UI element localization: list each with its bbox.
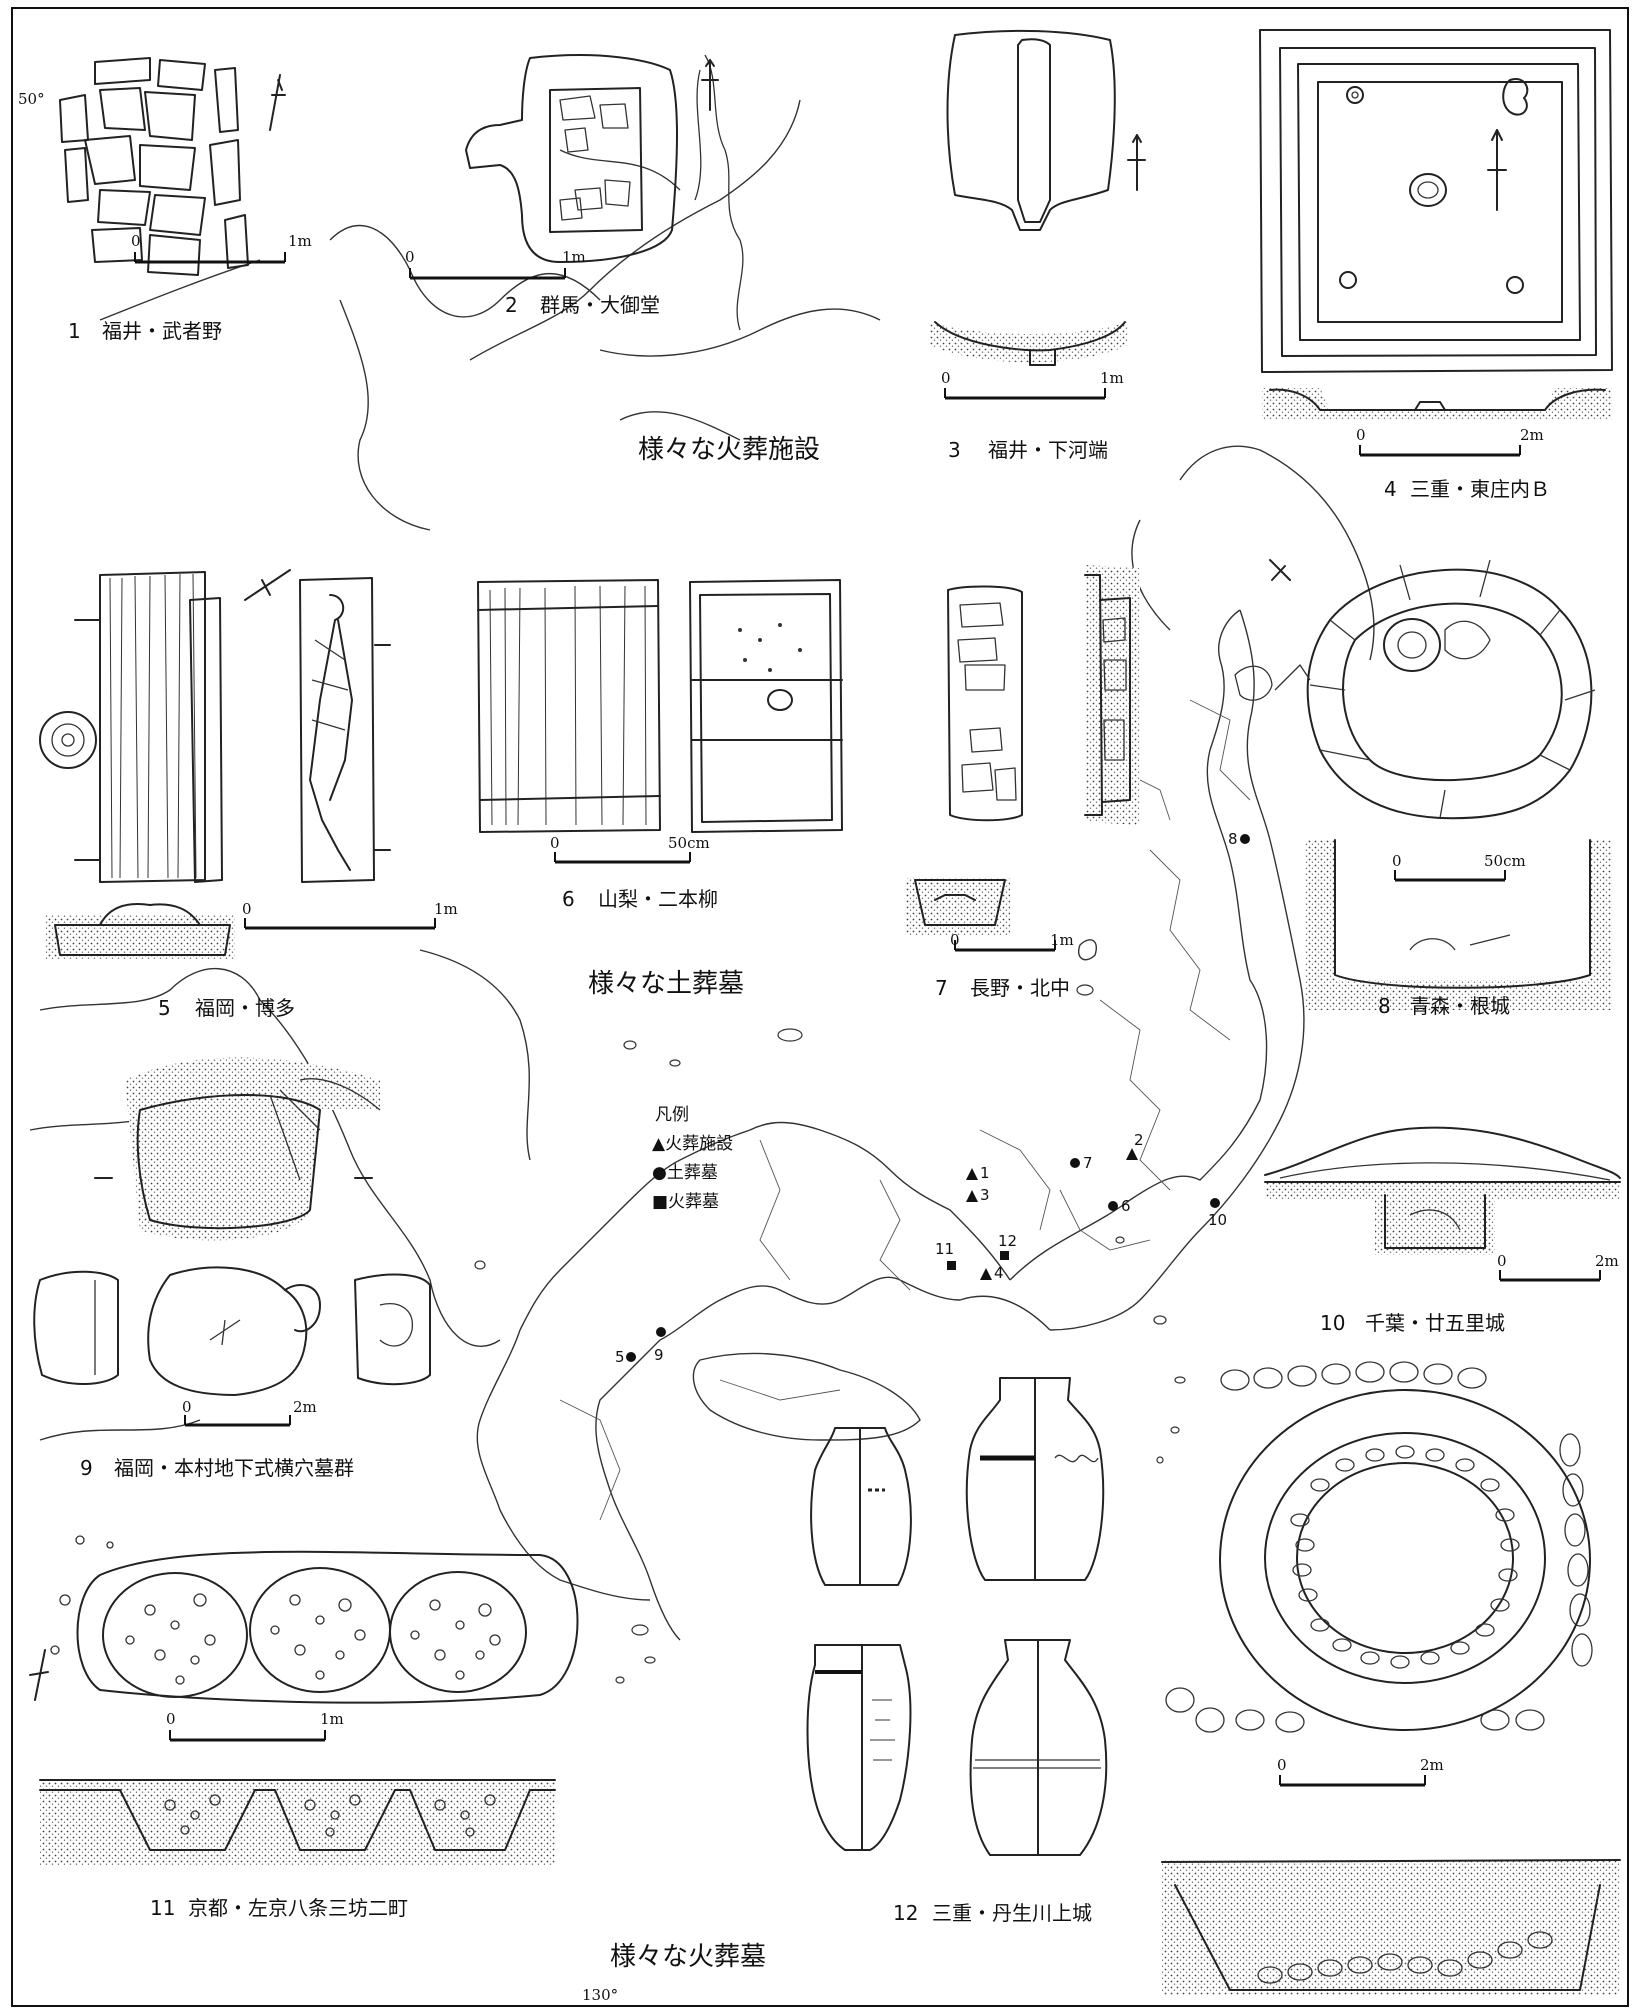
legend-earth-burial: ●土葬墓 (652, 1163, 718, 1183)
svg-text:2m: 2m (1520, 426, 1544, 444)
svg-text:11: 11 (935, 1240, 954, 1258)
svg-text:10: 10 (1208, 1211, 1227, 1229)
caption-4-text: 三重・東庄内Ｂ (1410, 477, 1550, 501)
svg-text:1m: 1m (320, 1710, 344, 1728)
figure-6-wooden-coffin: 0 50cm 6 山梨・二本柳 (477, 579, 843, 911)
caption-3-text: 福井・下河端 (988, 438, 1108, 462)
svg-text:0: 0 (166, 1710, 176, 1728)
svg-text:0: 0 (941, 369, 951, 387)
map-site-markers: 1 3 2 4 5 6 7 8 9 10 11 12 (615, 830, 1250, 1366)
caption-2-text: 群馬・大御堂 (540, 293, 660, 317)
svg-text:0: 0 (131, 232, 141, 250)
svg-text:2: 2 (1134, 1131, 1144, 1149)
caption-7-number: 7 (935, 976, 948, 1000)
svg-text:7: 7 (1083, 1154, 1093, 1172)
caption-9-number: 9 (80, 1456, 93, 1480)
caption-12-text: 三重・丹生川上城 (932, 1901, 1092, 1925)
svg-text:1m: 1m (562, 248, 586, 266)
heading-cremation-facilities: 様々な火葬施設 (638, 435, 820, 465)
figure-8-circular-burial: 0 50cm 8 青森・根城 (1234, 559, 1612, 1018)
svg-text:0: 0 (1497, 1252, 1507, 1270)
plate-frame (11, 7, 1629, 2007)
figure-13-stone-circle: 0 2m (1161, 1361, 1621, 1995)
caption-9-text: 福岡・本村地下式横穴墓群 (114, 1456, 354, 1480)
svg-text:1m: 1m (288, 232, 312, 250)
svg-text:1m: 1m (1100, 369, 1124, 387)
svg-text:50cm: 50cm (1484, 852, 1526, 870)
svg-text:2m: 2m (1595, 1252, 1619, 1270)
figure-9-underground-chamber: 0 2m 9 福岡・本村地下式横穴墓群 (33, 1057, 431, 1480)
legend-cremation-grave: ■火葬墓 (652, 1192, 719, 1212)
caption-2-number: 2 (505, 293, 518, 317)
caption-11-number: 11 (150, 1896, 175, 1920)
caption-5-text: 福岡・博多 (195, 996, 295, 1020)
caption-7-text: 長野・北中 (970, 976, 1070, 1000)
figure-5-wooden-coffin: 0 1m 5 福岡・博多 (39, 569, 458, 1020)
svg-text:5: 5 (615, 1348, 625, 1366)
svg-text:0: 0 (1392, 852, 1402, 870)
figure-3-crematory: 0 1m 3 福井・下河端 (930, 29, 1146, 462)
caption-6-text: 山梨・二本柳 (598, 887, 718, 911)
svg-text:2m: 2m (1420, 1756, 1444, 1774)
svg-text:1: 1 (980, 1164, 990, 1182)
caption-10-text: 千葉・廿五里城 (1365, 1311, 1505, 1335)
caption-6-number: 6 (562, 887, 575, 911)
svg-text:1m: 1m (1050, 931, 1074, 949)
svg-text:0: 0 (550, 834, 560, 852)
svg-text:6: 6 (1121, 1197, 1131, 1215)
figure-10-section: 0 2m 10 千葉・廿五里城 (1264, 1126, 1621, 1335)
svg-text:0: 0 (1356, 426, 1366, 444)
figure-7-earth-burial: 0 1m 7 長野・北中 (905, 565, 1140, 1000)
japan-map (29, 99, 1375, 1684)
svg-text:9: 9 (654, 1346, 664, 1364)
heading-cremation-graves: 様々な火葬墓 (610, 1942, 766, 1972)
heading-earth-burials: 様々な土葬墓 (588, 969, 744, 999)
legend-cremation-facility: ▲火葬施設 (652, 1134, 733, 1154)
svg-text:3: 3 (980, 1186, 990, 1204)
caption-11-text: 京都・左京八条三坊二町 (188, 1896, 408, 1920)
svg-text:0: 0 (242, 900, 252, 918)
svg-text:0: 0 (182, 1398, 192, 1416)
caption-5-number: 5 (158, 996, 171, 1020)
caption-8-text: 青森・根城 (1410, 994, 1510, 1018)
svg-text:0: 0 (1277, 1756, 1287, 1774)
caption-8-number: 8 (1378, 994, 1391, 1018)
caption-1-number: 1 (68, 319, 81, 343)
caption-4-number: 4 (1384, 477, 1397, 501)
svg-text:50cm: 50cm (668, 834, 710, 852)
svg-text:4: 4 (994, 1264, 1004, 1282)
svg-text:2m: 2m (293, 1398, 317, 1416)
figure-1-stone-lined-pit: 0 1m 1 福井・武者野 (59, 57, 312, 343)
meridian-label: 130° (582, 1986, 618, 2004)
figure-12-burial-jars: 12 三重・丹生川上城 (806, 1377, 1108, 1925)
svg-text:0: 0 (950, 931, 960, 949)
figure-4-square-crematory: 0 2m 4 三重・東庄内Ｂ (1259, 29, 1613, 501)
caption-10-number: 10 (1320, 1311, 1345, 1335)
caption-1-text: 福井・武者野 (102, 319, 222, 343)
svg-text:0: 0 (405, 248, 415, 266)
caption-3-number: 3 (948, 438, 961, 462)
figure-2-crematory: 0 1m 2 群馬・大御堂 (405, 54, 744, 331)
figure-11-cremation-pits: 0 1m 11 京都・左京八条三坊二町 (29, 1535, 579, 1920)
svg-text:12: 12 (998, 1232, 1017, 1250)
legend-title: 凡例 (655, 1105, 689, 1125)
margin-mark: 50° (18, 90, 45, 108)
svg-text:1m: 1m (434, 900, 458, 918)
map-legend: 凡例 ▲火葬施設 ●土葬墓 ■火葬墓 (652, 1105, 733, 1212)
svg-text:8: 8 (1228, 830, 1238, 848)
caption-12-number: 12 (893, 1901, 918, 1925)
